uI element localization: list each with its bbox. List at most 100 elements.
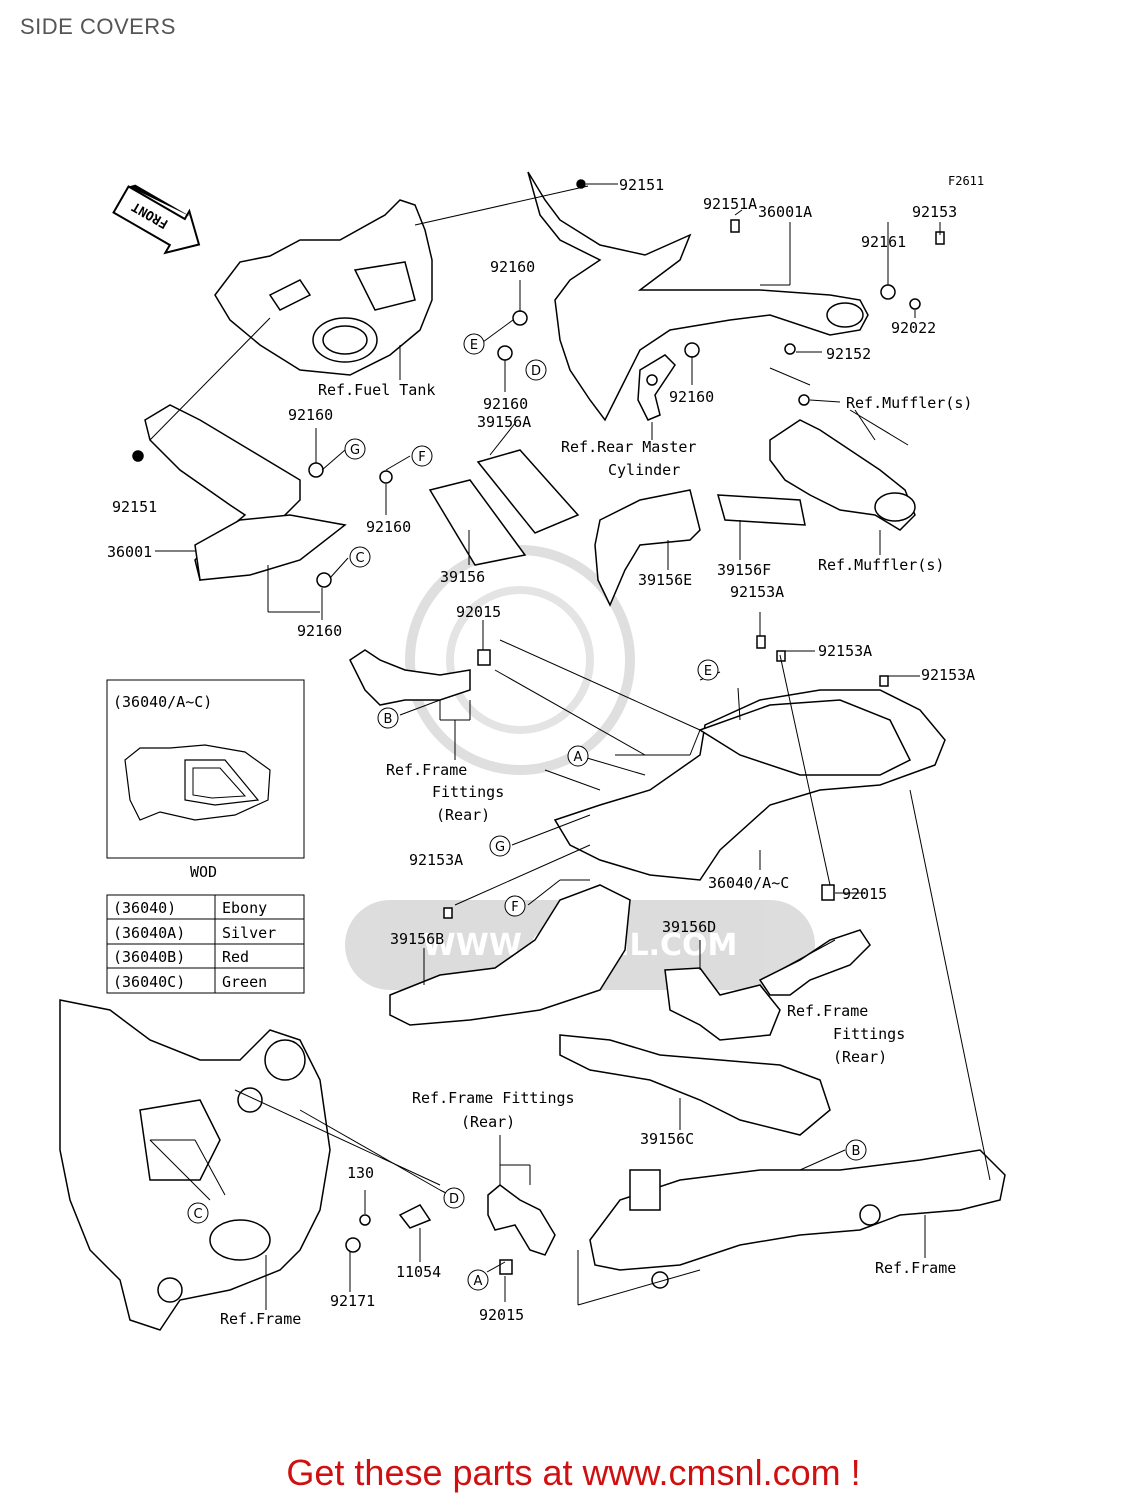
svg-text:G: G	[350, 443, 360, 458]
part-label: 92160	[483, 395, 528, 413]
callout-d: D	[525, 359, 547, 381]
svg-text:E: E	[704, 664, 712, 679]
bottom-pads	[389, 884, 831, 1136]
figure-code: F2611	[948, 174, 984, 188]
part-label: 92153A	[730, 583, 784, 601]
svg-text:F: F	[511, 900, 518, 915]
callout-d: D	[443, 1187, 465, 1209]
svg-text:G: G	[495, 840, 505, 855]
table-cell: Red	[222, 948, 249, 966]
part-label: 36001	[107, 543, 152, 561]
part-label: 39156C	[640, 1130, 694, 1148]
ref-label: Ref.Frame	[875, 1259, 956, 1277]
leader-lines	[149, 183, 991, 1310]
callout-e: E	[463, 333, 485, 355]
svg-text:F: F	[418, 450, 425, 465]
ref-label: Ref.Rear Master	[561, 438, 696, 456]
part-label: 92160	[490, 258, 535, 276]
part-label: 92015	[842, 885, 887, 903]
svg-text:A: A	[574, 750, 583, 765]
part-label: 11054	[396, 1263, 441, 1281]
seat-cowl	[553, 689, 946, 881]
callout-a: A	[467, 1269, 489, 1291]
part-label: 92160	[288, 406, 333, 424]
svg-text:C: C	[193, 1207, 202, 1222]
part-label: 92160	[366, 518, 411, 536]
callout-f: F	[411, 445, 433, 467]
svg-text:D: D	[531, 364, 541, 379]
side-cover-right	[527, 171, 869, 422]
callout-g: G	[489, 835, 511, 857]
part-label: 92151	[112, 498, 157, 516]
table-cell: (36040)	[113, 899, 176, 917]
part-label: 39156A	[477, 413, 531, 431]
part-label: 130	[347, 1164, 374, 1182]
part-label: 92022	[891, 319, 936, 337]
table-cell: Green	[222, 973, 267, 991]
part-label: 92153A	[818, 642, 872, 660]
svg-text:A: A	[474, 1274, 483, 1289]
part-label: 92153A	[921, 666, 975, 684]
ref-label: Ref.Muffler(s)	[818, 556, 944, 574]
hardware	[132, 179, 945, 1253]
part-label: 92161	[861, 233, 906, 251]
part-label: 39156D	[662, 918, 716, 936]
ref-label: (Rear)	[833, 1048, 887, 1066]
ref-label: Ref.Muffler(s)	[846, 394, 972, 412]
ref-label: (Rear)	[436, 806, 490, 824]
fuel-tank	[214, 199, 433, 376]
part-label: 39156B	[390, 930, 444, 948]
part-label: 36040/A~C	[708, 874, 789, 892]
inset-caption: WOD	[190, 863, 217, 881]
pads	[428, 449, 806, 607]
svg-text:D: D	[449, 1192, 459, 1207]
inset-title: (36040/A~C)	[113, 693, 212, 711]
callout-a: A	[567, 745, 589, 767]
part-label: 92160	[297, 622, 342, 640]
callout-c: C	[187, 1202, 209, 1224]
reference-labels: Ref.Fuel Tank Ref.Muffler(s) Ref.Muffler…	[220, 381, 972, 1328]
parts-diagram: WWW.CMSNL.COM F2611 FRONT	[59, 171, 1006, 1331]
table-cell: Ebony	[222, 899, 267, 917]
ref-label: Fittings	[432, 783, 504, 801]
ref-label: Ref.Fuel Tank	[318, 381, 435, 399]
part-label: 39156F	[717, 561, 771, 579]
muffler	[769, 419, 916, 531]
callout-e: E	[697, 659, 719, 681]
callout-c: C	[349, 546, 371, 568]
front-arrow-icon: FRONT	[112, 184, 201, 255]
footer-link[interactable]: Get these parts at www.cmsnl.com !	[286, 1452, 861, 1493]
ref-label: Ref.Frame Fittings	[412, 1089, 575, 1107]
page-title: SIDE COVERS	[20, 14, 176, 39]
frame-right	[589, 1149, 1006, 1289]
svg-text:E: E	[470, 338, 478, 353]
rear-master-cylinder	[637, 354, 676, 421]
svg-text:B: B	[852, 1144, 861, 1159]
frame-fittings-bottom	[487, 1184, 556, 1275]
callout-f: F	[504, 895, 526, 917]
part-label: 92151A	[703, 195, 757, 213]
part-label: 92153	[912, 203, 957, 221]
part-label: 92015	[479, 1306, 524, 1324]
table-cell: (36040A)	[113, 924, 185, 942]
part-label: 92015	[456, 603, 501, 621]
part-label: 39156	[440, 568, 485, 586]
part-label: 92153A	[409, 851, 463, 869]
ref-label: Fittings	[833, 1025, 905, 1043]
ref-label: Ref.Frame	[386, 761, 467, 779]
part-label: 92160	[669, 388, 714, 406]
ref-label: Cylinder	[608, 461, 680, 479]
callout-b: B	[377, 707, 399, 729]
callouts: E D G F C B E A G F C D A B	[187, 333, 867, 1291]
frame-fittings-mid	[349, 649, 491, 706]
table-cell: (36040B)	[113, 948, 185, 966]
svg-text:B: B	[384, 712, 393, 727]
ref-label: Ref.Frame	[787, 1002, 868, 1020]
frame-left	[59, 999, 331, 1331]
part-label: 36001A	[758, 203, 812, 221]
side-cover-left	[144, 404, 347, 582]
ref-label: Ref.Frame	[220, 1310, 301, 1328]
part-label: 39156E	[638, 571, 692, 589]
inset-box: (36040/A~C) WOD	[106, 679, 305, 881]
table-cell: (36040C)	[113, 973, 185, 991]
